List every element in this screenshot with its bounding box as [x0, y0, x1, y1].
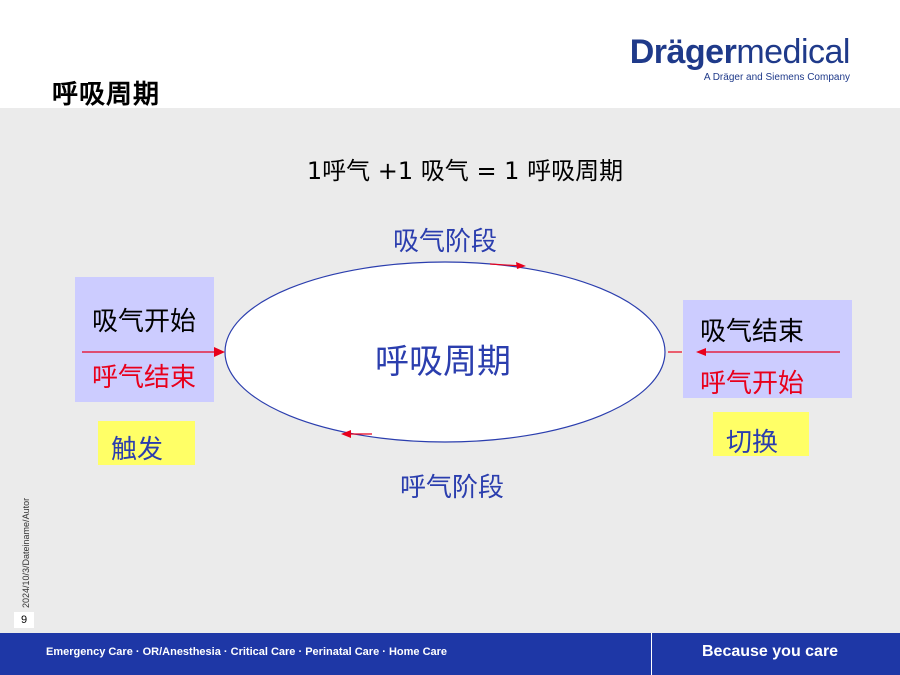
trigger-tag-text: 触发 — [111, 435, 163, 465]
cycling-tag — [713, 412, 809, 456]
footer-divisions: Emergency Care · OR/Anesthesia · Critica… — [46, 646, 448, 658]
footer-slogan: Because you care — [702, 643, 839, 660]
logo-wordmark: Drägermedical — [629, 33, 851, 71]
cycle-equation: 1呼气 +1 吸气 = 1 呼吸周期 — [307, 157, 623, 185]
left-box-top-text: 吸气开始 — [92, 307, 196, 337]
bottom-arrow-icon — [341, 430, 372, 438]
page-number: 9 — [14, 612, 34, 628]
footer: Emergency Care · OR/Anesthesia · Critica… — [0, 633, 900, 675]
inspiration-phase-label: 吸气阶段 — [393, 227, 497, 257]
brand-logo: Drägermedical A Dräger and Siemens Compa… — [629, 33, 851, 83]
top-arrow-icon — [489, 262, 526, 269]
logo-brand-light: medical — [736, 33, 850, 71]
page-title: 呼吸周期 — [52, 80, 161, 110]
cycling-tag-text: 切换 — [726, 428, 778, 458]
left-box — [75, 277, 214, 402]
cycle-center-label: 呼吸周期 — [375, 342, 511, 382]
date-author-label: 2024/10/3/Dateiname/Autor — [21, 497, 31, 608]
left-arrow-icon — [82, 347, 225, 357]
logo-brand-bold: Dräger — [629, 33, 737, 71]
right-box — [683, 300, 852, 398]
left-box-bottom-text: 呼气结束 — [92, 363, 196, 393]
logo-tagline: A Dräger and Siemens Company — [703, 72, 850, 83]
right-box-bottom-text: 呼气开始 — [700, 369, 804, 399]
expiration-phase-label: 呼气阶段 — [400, 473, 504, 503]
trigger-tag — [98, 421, 195, 465]
right-box-top-text: 吸气结束 — [700, 317, 804, 347]
footer-divider — [651, 633, 652, 675]
header: 呼吸周期 Drägermedical A Dräger and Siemens … — [0, 0, 900, 110]
right-arrow-icon — [668, 348, 840, 356]
